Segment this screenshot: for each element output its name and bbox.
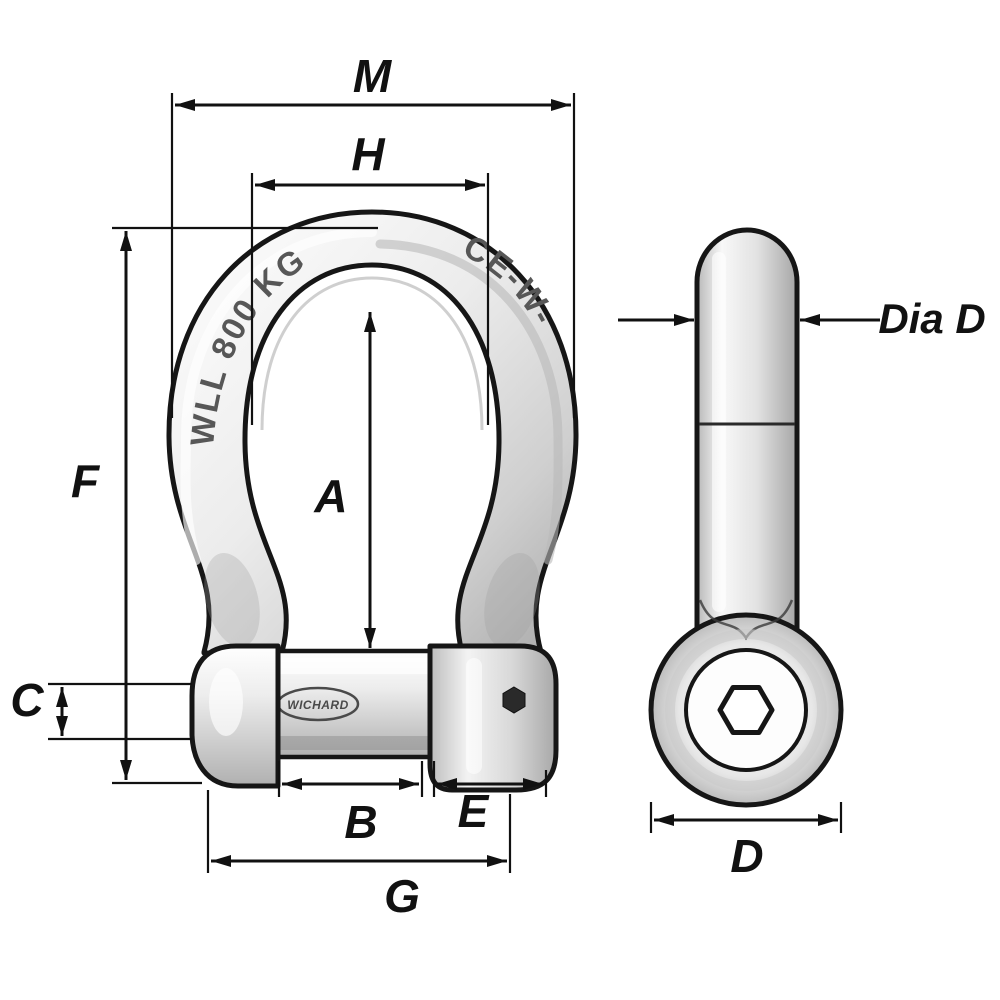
dimension-c: C (10, 674, 192, 741)
side-view-pin (648, 227, 844, 808)
dim-label-a: A (313, 470, 347, 522)
dimension-h: H (250, 128, 490, 425)
dimension-a: A (313, 312, 376, 648)
dim-label-d: D (730, 830, 763, 882)
dim-label-f: F (71, 455, 101, 507)
dimension-dia-d: Dia D (618, 295, 986, 342)
hex-socket-side (717, 685, 775, 735)
front-view-bow-shackle: WLL 800 KG CE-W- WICHARD (166, 209, 579, 793)
dim-label-c: C (10, 674, 44, 726)
bow-shade-right-leg (484, 553, 540, 647)
hex-socket-front (502, 686, 526, 714)
right-lug (427, 643, 559, 793)
shackle-pin-front: WICHARD (259, 648, 441, 760)
left-lug-pin-head (189, 643, 281, 789)
dimension-e: E (432, 761, 548, 837)
bow-shade-left-leg (204, 553, 260, 647)
dim-label-dia-d: Dia D (878, 295, 985, 342)
dimension-g: G (206, 790, 512, 922)
dim-label-m: M (353, 50, 393, 102)
dim-label-b: B (344, 796, 377, 848)
dim-label-e: E (458, 785, 490, 837)
pin-brand-label: WICHARD (287, 698, 349, 712)
bow-highlight (180, 227, 377, 565)
dimension-f: F (71, 226, 378, 785)
bow-inner-contour (260, 276, 484, 431)
dimension-b: B (277, 761, 424, 848)
dimension-d: D (649, 802, 843, 882)
bow-shade-right (375, 239, 563, 565)
dimension-m: M (170, 50, 576, 418)
dim-label-g: G (384, 870, 420, 922)
dim-label-h: H (351, 128, 385, 180)
